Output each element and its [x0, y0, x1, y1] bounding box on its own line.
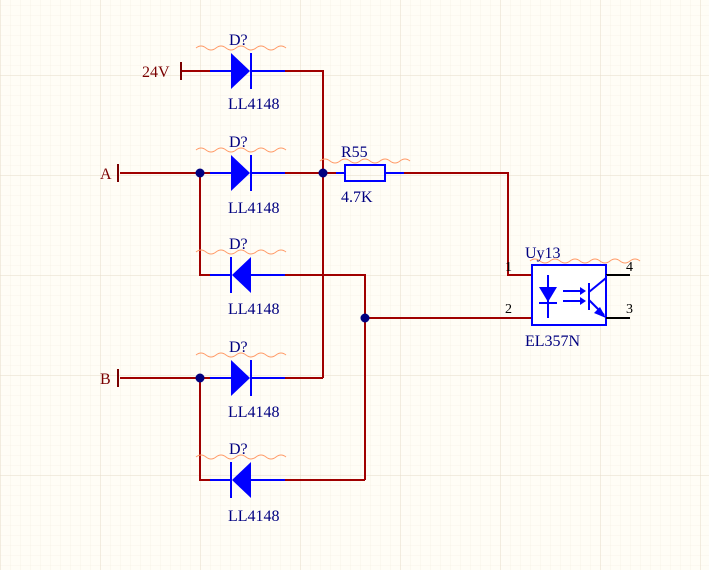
diode-d4[interactable]: D? LL4148	[195, 339, 287, 421]
diode-designator: D?	[229, 441, 248, 458]
junctions	[195, 168, 370, 383]
transistor-emitter-arrow	[594, 307, 606, 318]
opto-designator: Uy13	[525, 245, 561, 262]
diode-designator: D?	[229, 134, 248, 151]
resistor-designator: R55	[341, 144, 368, 161]
squiggle	[195, 147, 287, 153]
diode-symbol	[231, 53, 250, 89]
opto-pin-4: 4	[626, 260, 633, 275]
wire	[199, 173, 210, 276]
port-24v[interactable]: 24V	[142, 62, 182, 81]
diode-value: LL4148	[228, 200, 280, 217]
port-a[interactable]: A	[100, 164, 119, 183]
diode-designator: D?	[229, 32, 248, 49]
junction-dot	[360, 313, 370, 323]
opto-body	[531, 264, 607, 326]
opto-pin-2: 2	[505, 302, 512, 317]
optocoupler-uy13[interactable]: Uy13 1 2 3 4 EL357N	[505, 245, 641, 350]
squiggle	[319, 158, 411, 164]
led-icon	[539, 287, 557, 302]
junction-dot	[195, 168, 205, 178]
port-b[interactable]: B	[100, 369, 119, 388]
port-a-label: A	[100, 166, 112, 183]
opto-pin-3: 3	[626, 302, 633, 317]
squiggle	[195, 352, 287, 358]
squiggle	[195, 45, 287, 51]
opto-pin-1: 1	[505, 260, 512, 275]
wire	[404, 172, 532, 276]
resistor-value: 4.7K	[341, 189, 373, 206]
diode-symbol	[232, 462, 251, 498]
diode-symbol	[231, 155, 250, 191]
diode-symbol	[232, 257, 251, 293]
port-24v-label: 24V	[142, 64, 170, 81]
diode-designator: D?	[229, 236, 248, 253]
port-b-label: B	[100, 371, 111, 388]
diode-value: LL4148	[228, 508, 280, 525]
diode-d1[interactable]: D? LL4148	[195, 32, 287, 113]
diode-value: LL4148	[228, 404, 280, 421]
wires	[120, 70, 532, 481]
diode-value: LL4148	[228, 96, 280, 113]
junction-dot	[318, 168, 328, 178]
squiggle	[195, 249, 287, 255]
resistor-r55[interactable]: R55 4.7K	[319, 144, 411, 206]
diode-designator: D?	[229, 339, 248, 356]
diode-d3[interactable]: D? LL4148	[195, 236, 287, 318]
diode-d2[interactable]: D? LL4148	[195, 134, 287, 217]
wire	[199, 378, 210, 481]
squiggle	[529, 258, 641, 264]
opto-value: EL357N	[525, 333, 581, 350]
squiggle	[195, 454, 287, 460]
junction-dot	[195, 373, 205, 383]
diode-value: LL4148	[228, 301, 280, 318]
diode-symbol	[231, 360, 250, 396]
wire	[285, 274, 366, 480]
diode-d5[interactable]: D? LL4148	[195, 441, 287, 525]
